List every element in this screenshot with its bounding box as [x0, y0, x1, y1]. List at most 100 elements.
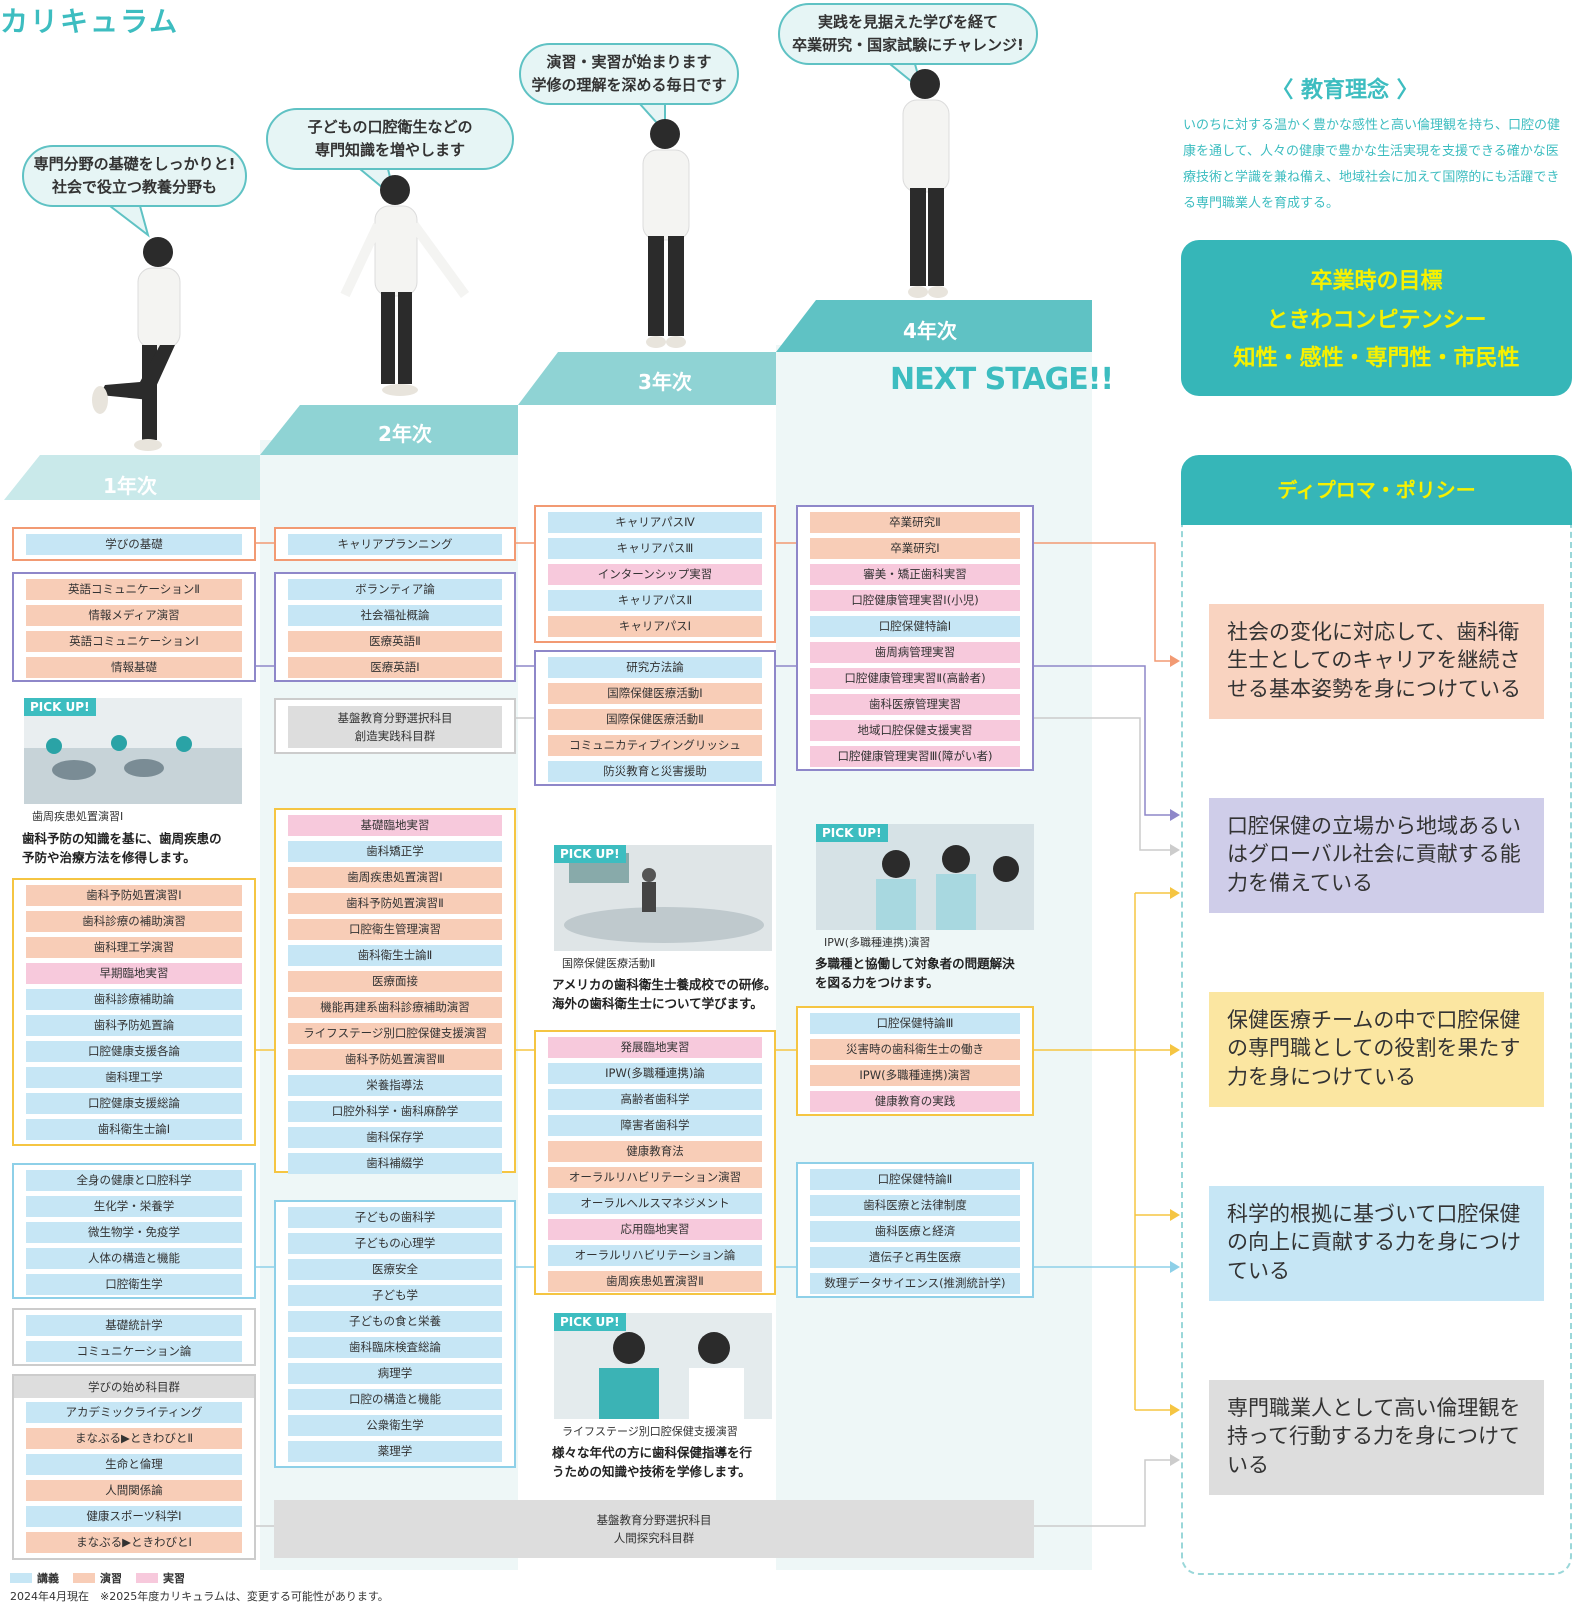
course-item: 歯科矯正学: [288, 841, 502, 862]
pickup-3: PICK UP! IPW(多職種連携)演習: [816, 824, 1034, 950]
course-item: 医療英語Ⅱ: [288, 631, 502, 652]
course-item: 遺伝子と再生医療: [810, 1247, 1020, 1268]
course-item: 歯科予防処置演習Ⅲ: [288, 1049, 502, 1070]
pickup-desc-line: を図る力をつけます。: [815, 974, 939, 990]
course-item: 微生物学・免疫学: [26, 1222, 242, 1243]
year2-label: 2年次: [378, 422, 432, 446]
course-item: 数理データサイエンス(推測統計学): [810, 1273, 1020, 1294]
course-item: 子どもの食と栄養: [288, 1311, 502, 1332]
course-item: 医療面接: [288, 971, 502, 992]
col1-group-statistics: 基礎統計学コミュニケーション論: [12, 1308, 256, 1366]
course-item: 生命と倫理: [26, 1454, 242, 1475]
course-item: 栄養指導法: [288, 1075, 502, 1096]
year3-label: 3年次: [638, 370, 692, 394]
course-item: キャリアパスⅡ: [548, 590, 762, 611]
course-item: 健康教育の実践: [810, 1091, 1020, 1112]
graduation-goal-box: 卒業時の目標 ときわコンピテンシー 知性・感性・専門性・市民性: [1181, 240, 1572, 396]
pickup-tag: PICK UP!: [24, 698, 96, 716]
course-item: 全身の健康と口腔科学: [26, 1170, 242, 1191]
philosophy-text: いのちに対する温かく豊かな感性と高い倫理観を持ち、口腔の健康を通して、人々の健康…: [1183, 118, 1561, 211]
course-item: 口腔保健特論Ⅲ: [810, 1013, 1020, 1034]
course-item: コミュニカティブイングリッシュ: [548, 735, 762, 756]
pickup-tag: PICK UP!: [554, 1313, 626, 1331]
student-figure-3: [642, 119, 690, 348]
pickup-3-desc: 多職種と協働して対象者の問題解決 を図る力をつけます。: [815, 955, 1015, 993]
seminar-photo-icon: [554, 845, 772, 951]
course-item: インターンシップ実習: [548, 564, 762, 585]
course-item: 病理学: [288, 1363, 502, 1384]
year1-label: 1年次: [103, 474, 157, 498]
course-item: 歯周疾患処置演習Ⅱ: [548, 1271, 762, 1292]
course-item: 歯科衛生士論Ⅰ: [26, 1119, 242, 1140]
legend-label: 実習: [163, 1572, 185, 1585]
pickup-photo: [554, 845, 772, 951]
course-item: 人間関係論: [26, 1480, 242, 1501]
course-item: 口腔健康管理実習Ⅲ(障がい者): [810, 746, 1020, 767]
course-item: 薬理学: [288, 1441, 502, 1462]
classroom-photo-icon: [24, 698, 242, 804]
policy-3: 保健医療チームの中で口腔保健の専門職としての役割を果たす力を身につけている: [1209, 992, 1544, 1107]
course-item: 卒業研究Ⅰ: [810, 538, 1020, 559]
col2-group-elective: 基盤教育分野選択科目 創造実践科目群: [274, 698, 516, 754]
bubble-year3: 演習・実習が始まります 学修の理解を深める毎日です: [519, 43, 739, 105]
student-figures: [92, 63, 950, 451]
elective-line: 基盤教育分野選択科目: [337, 711, 453, 725]
course-item: 口腔健康管理実習Ⅱ(高齢者): [810, 668, 1020, 689]
bubble-year1: 専門分野の基礎をしっかりと! 社会で役立つ教養分野も: [22, 145, 247, 207]
legend-swatch: [136, 1573, 158, 1583]
pickup-caption: 国際保健医療活動Ⅱ: [562, 957, 656, 970]
course-item: 子どもの心理学: [288, 1233, 502, 1254]
legend-exercise: 演習: [73, 1570, 122, 1586]
course-item: キャリアパスⅢ: [548, 538, 762, 559]
legend-label: 講義: [37, 1572, 59, 1585]
course-item: 英語コミュニケーションⅡ: [26, 579, 242, 600]
course-item: 高齢者歯科学: [548, 1089, 762, 1110]
pickup-desc-line: アメリカの歯科衛生士養成校での研修。: [552, 977, 777, 992]
connector-lines: [256, 542, 1180, 1527]
course-item: 歯周病管理実習: [810, 642, 1020, 663]
bottom-bar-line: 基盤教育分野選択科目: [596, 1513, 712, 1527]
pickup-caption: ライフステージ別口腔保健支援演習: [562, 1425, 738, 1438]
course-item: 学びの基礎: [26, 534, 242, 555]
intro-group-heading: 学びの始め科目群: [14, 1376, 254, 1398]
col2-group-career: キャリアプランニング: [274, 527, 516, 561]
course-item: 研究方法論: [548, 657, 762, 678]
pickup-2-desc: アメリカの歯科衛生士養成校での研修。 海外の歯科衛生士について学びます。: [552, 976, 776, 1014]
legend-swatch: [73, 1573, 95, 1583]
pickup-caption: 歯周疾患処置演習Ⅰ: [32, 810, 124, 823]
diploma-policy-title: ディプロマ・ポリシー: [1181, 455, 1572, 525]
pickup-tag: PICK UP!: [816, 824, 888, 842]
course-item: 人体の構造と機能: [26, 1248, 242, 1269]
course-item: 歯科予防処置演習Ⅱ: [288, 893, 502, 914]
course-item: ライフステージ別口腔保健支援演習: [288, 1023, 502, 1044]
legend: 講義 演習 実習: [10, 1570, 185, 1586]
course-item: 医療英語Ⅰ: [288, 657, 502, 678]
course-item: キャリアプランニング: [288, 534, 502, 555]
course-item: 歯科予防処置論: [26, 1015, 242, 1036]
student-figure-1: [92, 237, 181, 451]
pickup-desc-line: 海外の歯科衛生士について学びます。: [552, 995, 763, 1011]
course-item: オーラルヘルスマネジメント: [548, 1193, 762, 1214]
course-item: 歯科臨床検査総論: [288, 1337, 502, 1358]
course-item: 口腔健康支援総論: [26, 1093, 242, 1114]
philosophy-title: 〈 教育理念 〉: [1271, 78, 1419, 103]
col1-group-science: 全身の健康と口腔科学生化学・栄養学微生物学・免疫学人体の構造と機能口腔衛生学: [12, 1163, 256, 1299]
course-item: IPW(多職種連携)演習: [810, 1065, 1020, 1086]
course-item: 国際保健医療活動Ⅱ: [548, 709, 762, 730]
course-item: 歯科医療と法律制度: [810, 1195, 1020, 1216]
pickup-desc-line: 多職種と協働して対象者の問題解決: [815, 956, 1015, 971]
course-item: 歯科理工学演習: [26, 937, 242, 958]
next-stage-label: NEXT STAGE!!: [890, 362, 1114, 397]
course-item: 歯科保存学: [288, 1127, 502, 1148]
course-item: 口腔衛生管理演習: [288, 919, 502, 940]
bubble-line: 子どもの口腔衛生などの: [307, 117, 473, 136]
course-item: 子ども学: [288, 1285, 502, 1306]
pickup-desc-line: 予防や治療方法を修得します。: [22, 849, 196, 865]
